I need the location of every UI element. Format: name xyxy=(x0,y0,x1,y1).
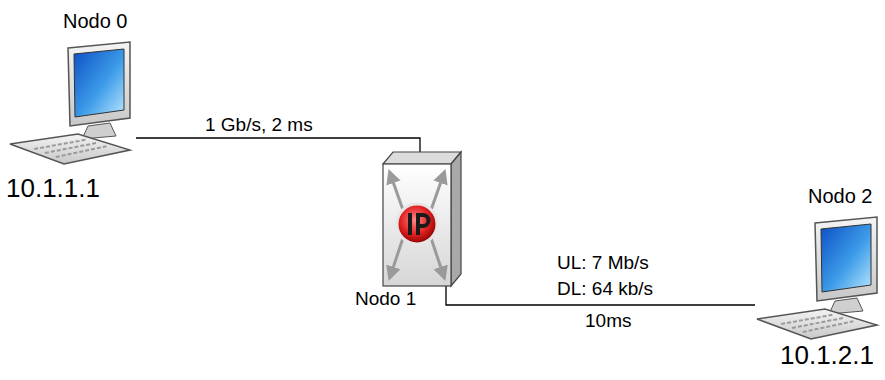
router-front xyxy=(383,164,451,286)
ip-address: 10.1.1.1 xyxy=(6,174,100,204)
router-icon: Nodo 1 xyxy=(383,152,461,286)
keyboard-keys xyxy=(792,318,843,328)
link-label: UL: 7 Mb/s DL: 64 kb/s xyxy=(557,250,669,302)
router-arrow xyxy=(431,176,443,210)
node-name: Nodo 2 xyxy=(808,185,873,208)
monitor-frame xyxy=(815,217,877,301)
computer-drawing xyxy=(8,40,136,168)
keyboard xyxy=(757,309,877,339)
monitor-frame xyxy=(68,42,130,126)
router-arrow xyxy=(391,176,403,210)
router-emblem xyxy=(397,204,437,244)
computer-icon: Nodo 210.1.2.1 xyxy=(755,215,880,340)
monitor-screen xyxy=(821,224,871,292)
keyboard xyxy=(10,134,130,164)
router-side xyxy=(451,152,461,286)
router-top xyxy=(383,152,461,164)
keyboard-keys xyxy=(56,146,107,157)
keyboard-keys xyxy=(781,315,832,324)
keyboard-keys xyxy=(34,140,85,149)
node-name: Nodo 0 xyxy=(63,10,128,33)
node-name: Nodo 1 xyxy=(355,288,416,310)
network-link xyxy=(136,138,420,152)
computer-drawing xyxy=(755,215,880,340)
delay-label: 10ms xyxy=(585,310,631,332)
keyboard-keys xyxy=(45,143,96,153)
link-label: 1 Gb/s, 2 ms xyxy=(205,112,313,138)
emblem-glyph xyxy=(418,215,429,235)
computer-icon: Nodo 010.1.1.1 xyxy=(8,40,136,168)
ip-address: 10.1.2.1 xyxy=(780,341,874,371)
router-arrow xyxy=(391,238,403,274)
emblem-glyph xyxy=(408,213,412,235)
keyboard-keys xyxy=(803,321,854,332)
router-arrow xyxy=(431,238,443,274)
router-drawing xyxy=(383,152,461,286)
monitor-screen xyxy=(74,49,124,117)
